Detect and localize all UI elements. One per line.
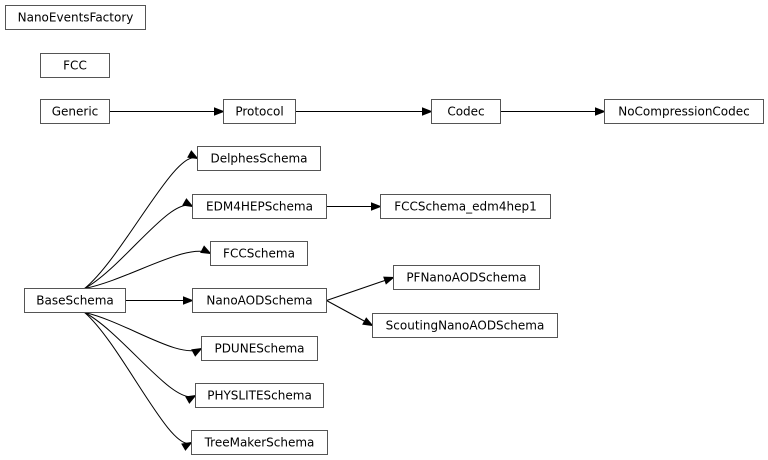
node-fcc-schema[interactable]: FCCSchema [210,241,308,266]
node-label: NanoEventsFactory [18,11,134,25]
node-nanoaod-schema[interactable]: NanoAODSchema [192,288,327,313]
edge-arrowhead [214,107,225,116]
edge-generic-to-protocol [109,107,225,116]
edge-base-schema-to-physlite-schema [84,312,197,404]
edge-arrowhead [422,107,433,116]
node-nano-events-factory[interactable]: NanoEventsFactory [5,5,146,30]
node-codec[interactable]: Codec [431,99,501,124]
node-box [195,383,324,408]
node-scouting-nanoaod-schema[interactable]: ScoutingNanoAODSchema [372,313,558,338]
node-label: FCCSchema [223,247,295,261]
node-protocol[interactable]: Protocol [223,99,296,124]
edge-nanoaod-schema-to-scouting-nanoaod-schema [326,300,374,327]
edge-base-schema-to-nanoaod-schema [125,296,194,305]
node-no-compression-codec[interactable]: NoCompressionCodec [604,99,764,124]
node-edm4hep-schema[interactable]: EDM4HEPSchema [192,194,327,219]
node-physlite-schema[interactable]: PHYSLITESchema [195,383,324,408]
node-box [40,53,110,78]
node-treemaker-schema[interactable]: TreeMakerSchema [191,430,328,455]
node-label: TreeMakerSchema [204,436,315,450]
node-label: Protocol [235,105,283,119]
node-box [191,430,328,455]
node-label: Codec [447,105,484,119]
node-pfnanoaod-schema[interactable]: PFNanoAODSchema [393,265,540,290]
node-box [192,288,327,313]
edge-arrowhead [595,107,606,116]
node-label: FCCSchema_edm4hep1 [394,200,536,214]
node-box [24,288,126,313]
edge-line [84,250,211,289]
edge-arrowhead [181,441,193,451]
node-label: EDM4HEPSchema [206,200,313,214]
edge-arrowhead [191,347,203,357]
node-box [223,99,296,124]
node-label: BaseSchema [36,294,113,308]
edge-base-schema-to-edm4hep-schema [84,198,194,289]
node-box [192,194,327,219]
edge-codec-to-no-compression-codec [500,107,606,116]
node-box [197,146,321,171]
node-label: PHYSLITESchema [207,389,312,403]
edge-arrowhead [383,276,395,285]
edge-base-schema-to-treemaker-schema [84,312,193,451]
node-label: PDUNESchema [214,342,304,356]
edge-line [84,312,192,444]
edge-base-schema-to-pdune-schema [84,312,203,357]
node-label: NanoAODSchema [206,294,312,308]
node-box [201,336,318,361]
node-label: NoCompressionCodec [618,105,750,119]
node-generic[interactable]: Generic [40,99,110,124]
node-box [210,241,308,266]
node-label: FCC [63,59,87,73]
node-delphes-schema[interactable]: DelphesSchema [197,146,321,171]
node-box [380,194,551,219]
node-base-schema[interactable]: BaseSchema [24,288,126,313]
node-label: DelphesSchema [210,152,307,166]
edge-arrowhead [371,202,382,211]
edge-base-schema-to-fcc-schema [84,245,212,289]
edge-arrowhead [185,394,197,404]
node-pdune-schema[interactable]: PDUNESchema [201,336,318,361]
edge-arrowhead [187,150,199,160]
node-box [5,5,146,30]
edge-arrowhead [362,317,374,327]
node-box [393,265,540,290]
edge-protocol-to-codec [295,107,433,116]
node-box [604,99,764,124]
node-box [40,99,110,124]
edge-line [326,277,394,301]
node-box [372,313,558,338]
edge-arrowhead [183,296,194,305]
node-box [431,99,501,124]
edge-line [84,157,198,289]
node-label: Generic [52,105,99,119]
node-fcc-schema-edm4hep1[interactable]: FCCSchema_edm4hep1 [380,194,551,219]
node-fcc[interactable]: FCC [40,53,110,78]
edge-nanoaod-schema-to-pfnanoaod-schema [326,276,395,301]
node-label: ScoutingNanoAODSchema [386,319,545,333]
edge-arrowhead [182,198,194,208]
edge-line [84,312,196,398]
edge-arrowhead [200,245,212,255]
edge-line [84,204,193,289]
edge-edm4hep-schema-to-fcc-schema-edm4hep1 [326,202,382,211]
edge-base-schema-to-delphes-schema [84,150,199,289]
node-label: PFNanoAODSchema [406,271,526,285]
